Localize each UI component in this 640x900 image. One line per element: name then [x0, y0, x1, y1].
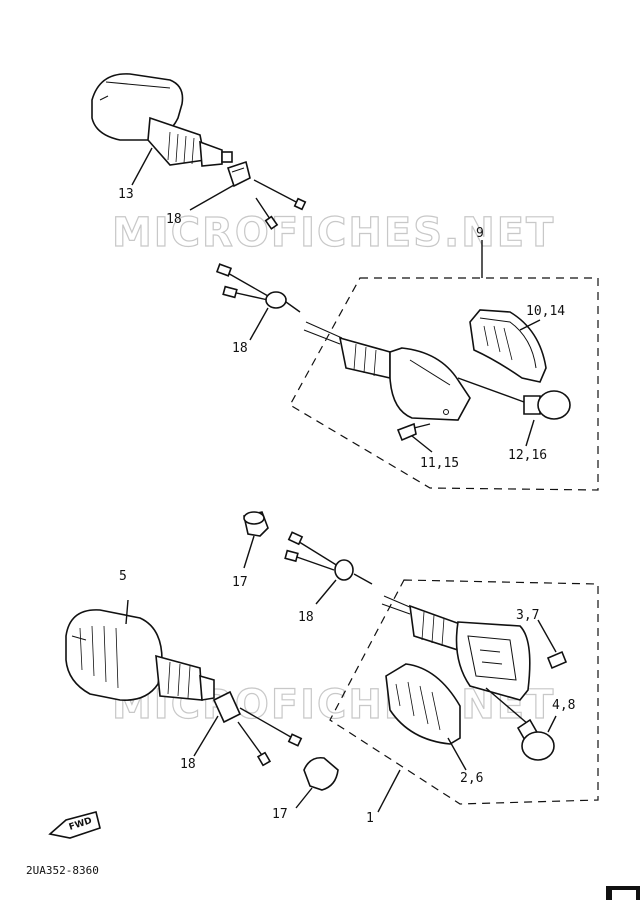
turn-signal-5 — [65, 609, 215, 701]
callout-18-lower: 18 — [298, 610, 314, 625]
callout-4-8: 4,8 — [552, 698, 575, 713]
callout-10-14: 10,14 — [526, 304, 565, 319]
grommet-17-top — [243, 511, 269, 537]
bulb-4-8 — [485, 687, 555, 761]
lens-2-6 — [385, 663, 461, 745]
wire-harness-18-lower — [284, 531, 373, 585]
fwd-arrow-icon: FWD — [48, 811, 101, 839]
assembly-1-boundary — [329, 579, 599, 805]
bulb-12-16 — [457, 377, 571, 420]
assembly-9-boundary — [289, 277, 599, 491]
screw-3-7 — [546, 650, 568, 670]
callout-18-top: 18 — [166, 212, 182, 227]
wire-harness-18-mid — [215, 263, 301, 313]
diagram-code: 2UA352-8360 — [26, 864, 99, 877]
callout-9: 9 — [476, 226, 484, 241]
grommet-18-bottom — [212, 690, 303, 767]
callout-13: 13 — [118, 187, 134, 202]
callout-17-top: 17 — [232, 575, 248, 590]
grommet-18-top — [226, 160, 251, 188]
callout-3-7: 3,7 — [516, 608, 539, 623]
callout-17-bottom: 17 — [272, 807, 288, 822]
callout-18-mid: 18 — [232, 341, 248, 356]
watermark-top: MICROFICHES.NET — [112, 210, 555, 256]
callout-2-6: 2,6 — [460, 771, 483, 786]
lens-10-14 — [469, 309, 547, 383]
turn-signal-13 — [91, 73, 233, 167]
callout-11-15: 11,15 — [420, 456, 459, 471]
callout-18-bottom: 18 — [180, 757, 196, 772]
callout-1: 1 — [366, 811, 374, 826]
grommet-17-bottom — [303, 756, 339, 791]
callout-12-16: 12,16 — [508, 448, 547, 463]
turn-signal-1 — [381, 595, 531, 701]
callout-5: 5 — [119, 569, 127, 584]
turn-signal-9 — [303, 321, 471, 421]
screw-11-15 — [396, 422, 431, 442]
